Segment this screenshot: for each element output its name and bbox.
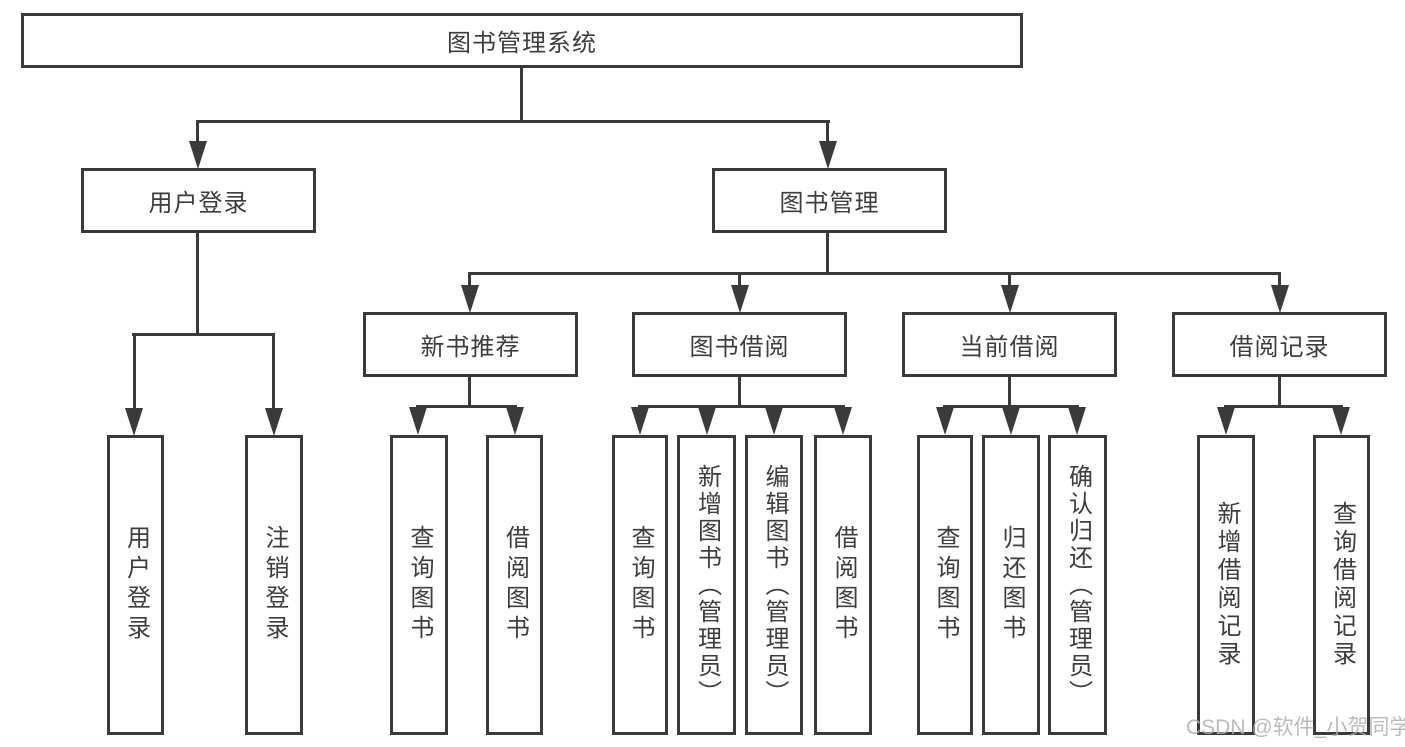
node-leaf-query-books-current: 查询图书 — [917, 435, 973, 735]
node-label: 确认归还（管理员） — [1064, 463, 1092, 707]
arrowhead-icon — [1332, 407, 1350, 435]
connector-root-stem — [520, 68, 523, 122]
connector-level1-bar — [196, 120, 830, 123]
node-leaf-add-borrow-record: 新增借阅记录 — [1197, 435, 1255, 735]
node-leaf-edit-books-admin: 编辑图书（管理员） — [745, 435, 803, 735]
node-label: 查询图书 — [406, 525, 433, 645]
arrowhead-icon — [834, 407, 852, 435]
arrowhead-icon — [698, 407, 716, 435]
connector-drop-book-management — [826, 120, 829, 146]
arrowhead-icon — [125, 408, 143, 436]
connector-borrowing-records-bar — [1224, 405, 1343, 408]
node-book-management: 图书管理 — [712, 168, 947, 233]
connector-book-borrowing-bar — [638, 405, 845, 408]
connector-user-login-stem — [196, 233, 199, 336]
arrowhead-icon — [409, 407, 427, 435]
arrowhead-icon — [1002, 407, 1020, 435]
arrowhead-icon — [731, 285, 749, 313]
node-label: 编辑图书（管理员） — [761, 463, 788, 707]
node-leaf-add-books-admin: 新增图书（管理员） — [677, 435, 736, 735]
node-label: 图书管理 — [779, 190, 880, 217]
node-label: 新增借阅记录 — [1213, 501, 1240, 669]
arrowhead-icon — [1217, 407, 1235, 435]
node-label: 查询借阅记录 — [1328, 501, 1356, 669]
connector-drop-current-borrowing — [1008, 272, 1011, 288]
connector-user-login-bar — [132, 333, 275, 336]
node-label: 归还图书 — [998, 525, 1025, 645]
node-leaf-confirm-return-admin: 确认归还（管理员） — [1048, 435, 1107, 735]
connector-modules-bar — [468, 272, 1281, 275]
node-book-borrowing: 图书借阅 — [632, 312, 847, 377]
arrowhead-icon — [819, 141, 837, 169]
connector-book-borrowing-stem — [738, 377, 741, 408]
node-current-borrowing: 当前借阅 — [902, 312, 1117, 377]
node-label: 新增图书（管理员） — [693, 463, 721, 707]
node-leaf-query-books-recommend: 查询图书 — [390, 435, 448, 735]
node-label: 用户登录 — [148, 190, 249, 217]
node-label: 借阅图书 — [501, 525, 529, 645]
arrowhead-icon — [631, 407, 649, 435]
node-label: 借阅图书 — [830, 525, 857, 645]
arrowhead-icon — [936, 407, 954, 435]
node-label: 查询图书 — [932, 525, 959, 645]
connector-new-book-bar — [416, 405, 517, 408]
arrowhead-icon — [265, 408, 283, 436]
connector-drop-borrowing-records — [1278, 272, 1281, 288]
node-user-login: 用户登录 — [81, 168, 316, 233]
node-leaf-borrow-books-recommend: 借阅图书 — [486, 435, 543, 735]
connector-book-management-stem — [826, 233, 829, 275]
connector-current-borrowing-bar — [943, 405, 1079, 408]
arrowhead-icon — [1001, 285, 1019, 313]
arrowhead-icon — [765, 407, 783, 435]
node-label: 图书管理系统 — [447, 30, 597, 57]
node-borrowing-records: 借阅记录 — [1172, 312, 1387, 377]
connector-new-book-stem — [468, 377, 471, 408]
connector-borrowing-records-stem — [1278, 377, 1281, 408]
node-new-book-recommend: 新书推荐 — [363, 312, 578, 377]
node-root-system: 图书管理系统 — [21, 13, 1023, 68]
node-label: 注销登录 — [261, 525, 288, 645]
arrowhead-icon — [1271, 285, 1289, 313]
node-label: 查询图书 — [627, 525, 654, 645]
node-label: 借阅记录 — [1229, 334, 1330, 361]
connector-drop-user-login — [196, 120, 199, 146]
connector-drop-book-borrowing — [738, 272, 741, 288]
connector-current-borrowing-stem — [1008, 377, 1011, 408]
arrowhead-icon — [461, 285, 479, 313]
node-leaf-query-borrow-record: 查询借阅记录 — [1313, 435, 1370, 735]
connector-drop-new-book-recommend — [468, 272, 471, 288]
node-leaf-logout: 注销登录 — [245, 435, 303, 735]
node-leaf-user-login: 用户登录 — [107, 435, 164, 735]
node-leaf-borrow-books: 借阅图书 — [814, 435, 872, 735]
node-label: 当前借阅 — [959, 334, 1060, 361]
node-label: 用户登录 — [122, 525, 150, 645]
node-leaf-return-books: 归还图书 — [982, 435, 1040, 735]
node-leaf-query-books-borrowing: 查询图书 — [612, 435, 668, 735]
connector-drop-leaf-logout — [272, 333, 275, 413]
csdn-watermark: CSDN @软件_小贺同学 — [1186, 716, 1405, 739]
arrowhead-icon — [506, 407, 524, 435]
node-label: 图书借阅 — [689, 334, 790, 361]
arrowhead-icon — [189, 141, 207, 169]
arrowhead-icon — [1068, 407, 1086, 435]
connector-drop-leaf-user-login — [133, 333, 136, 413]
node-label: 新书推荐 — [420, 334, 521, 361]
